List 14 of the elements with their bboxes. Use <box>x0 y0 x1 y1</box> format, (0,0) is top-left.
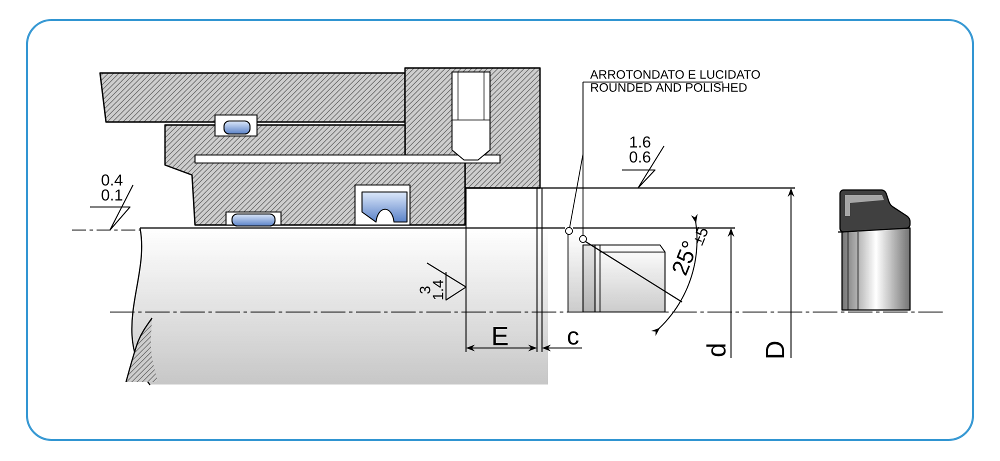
roughness-value: 0.4 <box>102 174 123 186</box>
roughness-value: 1.6 <box>630 136 650 148</box>
roughness-value: 1.4 <box>432 280 444 300</box>
dimension-label: E <box>493 326 508 346</box>
dimension-label: c <box>568 331 579 345</box>
roughness-value: 0.6 <box>630 151 650 163</box>
roughness-value: 0.1 <box>102 189 122 201</box>
leader-line <box>582 82 584 236</box>
dimension-label: d <box>706 344 726 356</box>
dimension-label: D <box>766 342 784 358</box>
leader-point <box>579 235 587 243</box>
leader-point <box>565 227 573 235</box>
note-text: ARROTONDATO E LUCIDATO ROUNDED AND POLISHED <box>590 70 760 92</box>
roughness-value: 3 <box>420 286 430 294</box>
